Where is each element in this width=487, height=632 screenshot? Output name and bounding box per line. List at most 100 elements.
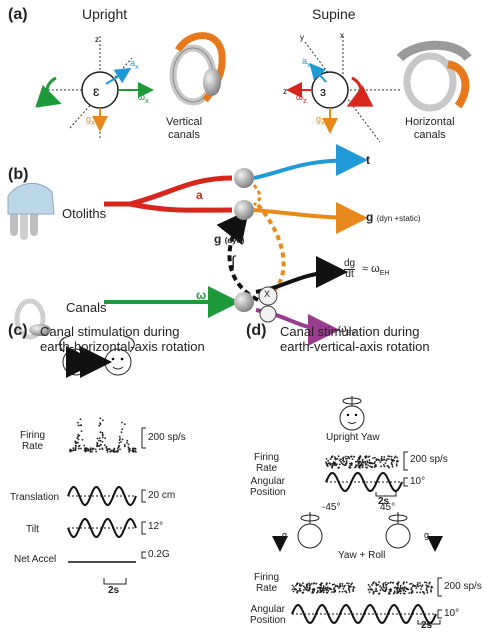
d-yawroll-firing-dot-left <box>330 588 332 591</box>
d-upright-firing-dot <box>366 460 369 463</box>
d-yawroll-firing-dot-right <box>385 588 388 591</box>
d-yawroll-firing-dot-right <box>414 585 417 588</box>
c-time-scale: 2s <box>108 585 120 596</box>
d-upright-firing-dot <box>379 461 382 463</box>
d-yawroll-firing-dot-left <box>348 591 351 593</box>
panel-d-title: Canal stimulation during earth-vertical-… <box>280 324 430 354</box>
d-yawroll-firing-dot-left <box>317 589 319 592</box>
d-yawroll-firing-dot-left <box>302 582 304 584</box>
d-yawroll-firing-dot-right <box>384 581 387 584</box>
d-upright-firing-dot <box>345 457 347 460</box>
d-upright-firing-dot <box>359 456 361 459</box>
c-firing-dot <box>118 442 121 444</box>
panel-c-heads <box>59 335 135 378</box>
d-yawroll-firing-dot-left <box>296 583 298 586</box>
d-yawroll-firing-dot-left <box>338 590 341 593</box>
d-yawroll-firing-dot-left <box>293 586 295 588</box>
supine-omega-label: ωz <box>296 92 307 105</box>
d-time-scale-2: 2s <box>421 620 433 631</box>
d-yawroll-firing-dot-right <box>407 588 410 591</box>
c-scale-translation: 20 cm <box>148 490 176 501</box>
d-yawroll-firing-dot-left <box>341 590 344 593</box>
d-yawroll-firing-dot-left <box>348 586 351 589</box>
d-yawroll-firing-dot-left <box>347 582 350 585</box>
c-firing-dot <box>72 447 75 449</box>
d-upright-firing-dot <box>384 462 387 464</box>
d-yawroll-firing-dot-left <box>316 587 319 589</box>
d-yawroll-firing-dot-left <box>334 590 337 593</box>
d-yawroll-firing-dot-right <box>426 591 429 594</box>
d-yawroll-firing-dot-right <box>411 591 414 593</box>
c-firing-dot <box>76 437 79 439</box>
d-upright-firing-dot <box>364 455 366 458</box>
d-yawroll-firing-dot-right <box>392 592 395 595</box>
d-upright-firing-dot <box>385 459 388 462</box>
d-yawroll-firing-dot-left <box>298 583 301 585</box>
d-yawroll-firing-dot-right <box>369 585 371 588</box>
d-yawroll-firing-dot-right <box>403 581 405 583</box>
c-firing-dot <box>101 434 104 437</box>
c-firing-dot <box>121 421 123 424</box>
c-firing-dot <box>95 450 98 453</box>
d-upright-firing-dot <box>382 464 385 466</box>
d-yawroll-firing-dot-right <box>416 582 419 584</box>
panel-c-title-line2: earth-horizontal-axis rotation <box>40 339 205 354</box>
d-yawroll-firing-dot-right <box>430 585 433 588</box>
d-upright-firing-dot <box>337 455 340 458</box>
c-firing-dot <box>116 451 119 453</box>
dot-node <box>259 305 277 323</box>
d-yawroll-firing-dot-right <box>419 584 422 587</box>
c-net-accel-label: Net Accel <box>14 554 57 565</box>
otoliths-illustration <box>7 183 55 240</box>
d-yawroll-firing-dot-right <box>408 592 411 594</box>
d-yawroll-firing-dot-right <box>370 588 373 591</box>
d-upright-firing-dot <box>382 458 385 461</box>
d-upright-firing-dot <box>375 458 378 461</box>
d-yawroll-traces <box>291 581 437 625</box>
c-firing-dot <box>80 424 83 427</box>
d-upright-firing-dot <box>353 456 355 458</box>
svg-text:z: z <box>95 35 99 44</box>
d-yawroll-firing-dot-right <box>374 590 377 592</box>
d-upright-firing-dot <box>364 463 367 466</box>
c-firing-dot <box>85 447 88 450</box>
panel-d-title-line1: Canal stimulation during <box>280 324 420 339</box>
d-yawroll-firing-dot-left <box>325 589 328 592</box>
c-firing-dot <box>98 439 100 442</box>
d-upright-firing-dot <box>348 465 351 467</box>
d-upright-traces <box>325 455 403 493</box>
d-yawroll-firing-dot-right <box>385 586 388 588</box>
d-yawroll-firing-dot-left <box>312 588 315 591</box>
d-upright-firing-dot <box>391 465 394 468</box>
d-yawroll-firing-dot-left <box>299 585 302 587</box>
c-firing-dot <box>128 449 131 452</box>
d-yawroll-firing-dot-left <box>345 591 348 594</box>
c-firing-dot <box>108 448 110 451</box>
c-firing-dot <box>119 448 121 451</box>
d-yawroll-firing-dot-left <box>291 584 294 587</box>
d-yawroll-firing-dot-left <box>319 591 322 593</box>
d-yawroll-firing-dot-left <box>308 588 311 591</box>
d-yawroll-firing-dot-left <box>299 589 302 592</box>
svg-text:ɛ: ɛ <box>93 83 100 99</box>
d-scale-bars <box>375 451 442 625</box>
svg-text:ɜ: ɜ <box>320 84 326 99</box>
vertical-canals-illustration <box>169 32 226 106</box>
d-yawroll-firing-dot-left <box>344 590 346 593</box>
c-firing-dot <box>123 423 126 426</box>
t-output-label: t <box>366 153 370 167</box>
c-firing-dot <box>80 430 83 432</box>
d-upright-firing-dot <box>359 467 361 469</box>
d-yawroll-firing-dot-right <box>379 589 382 592</box>
c-firing-dot <box>96 437 99 440</box>
d-yawroll-firing-dot-left <box>332 588 335 590</box>
yaw-roll-label: Yaw + Roll <box>338 550 386 561</box>
c-firing-dot <box>89 449 92 451</box>
d-yawroll-firing-dot-left <box>322 589 324 591</box>
c-scale-accel: 0.2G <box>148 549 170 560</box>
d-upright-firing-dot <box>342 459 344 462</box>
d-yawroll-firing-dot-left <box>337 585 339 588</box>
c-firing-dot <box>101 431 104 434</box>
